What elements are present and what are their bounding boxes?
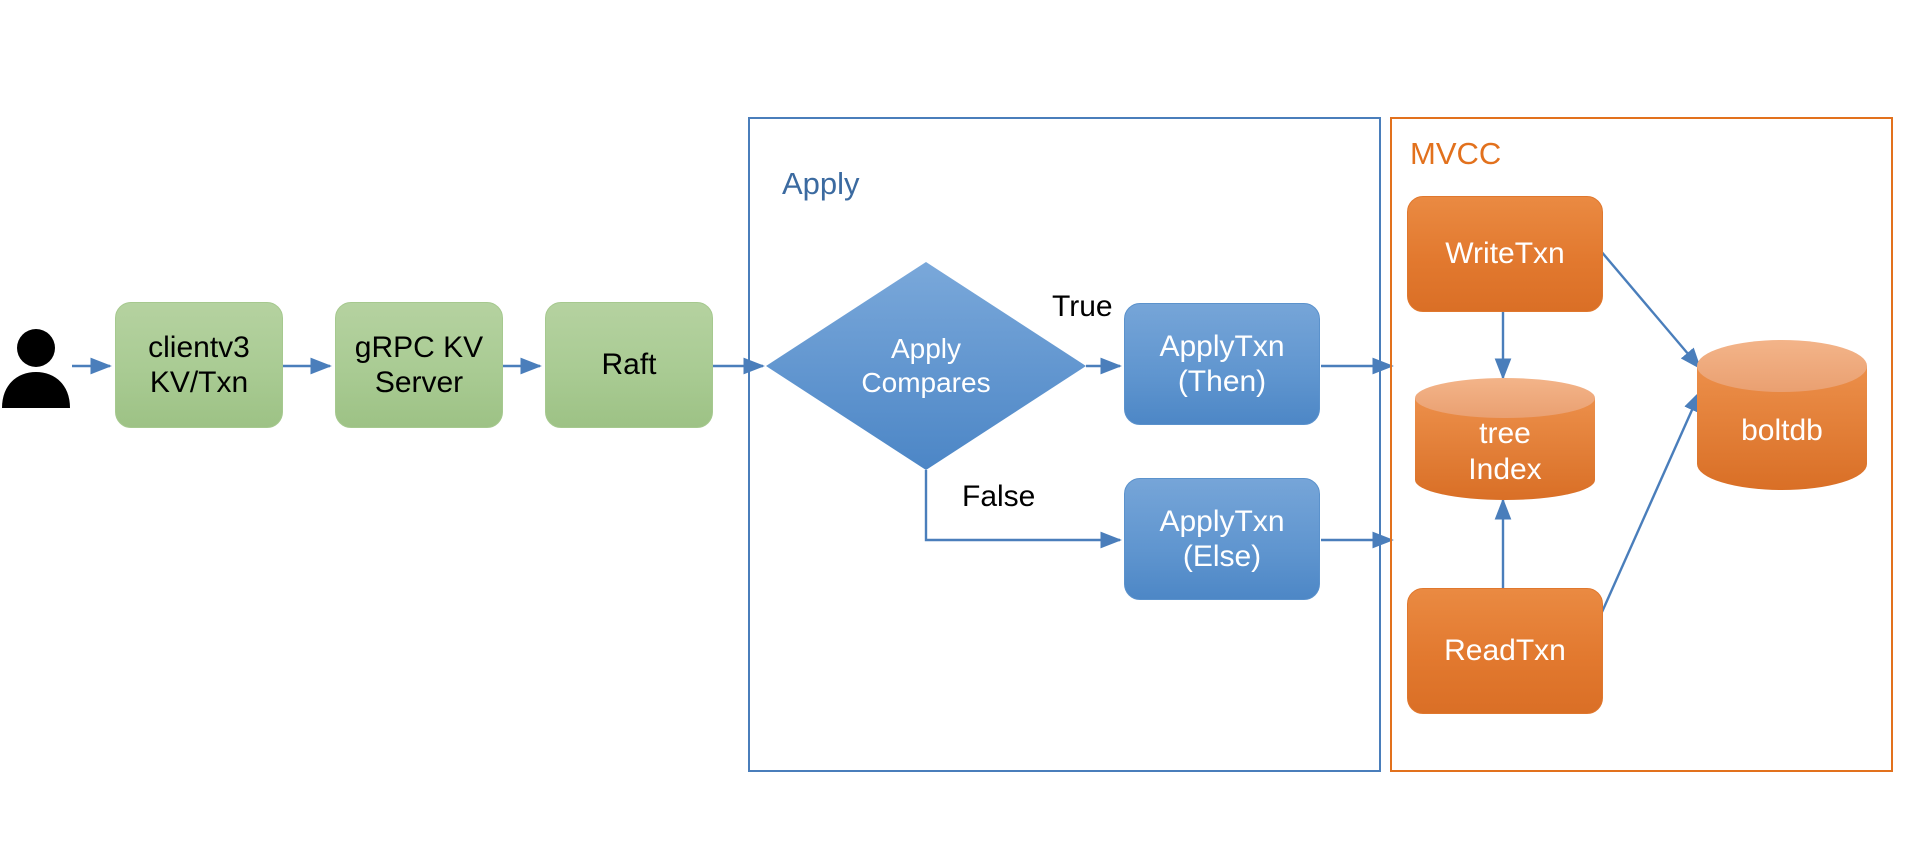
node-apply-txn-then[interactable]: ApplyTxn (Then) — [1124, 303, 1320, 425]
cylinder-shape-tree-index — [1415, 378, 1595, 500]
diamond-shape — [766, 262, 1086, 470]
group-frame-apply — [748, 117, 1381, 772]
cylinder-shape-boltdb — [1697, 340, 1867, 490]
node-boltdb[interactable]: boltdb — [1697, 340, 1867, 490]
node-clientv3[interactable]: clientv3 KV/Txn — [115, 302, 283, 428]
node-tree-index[interactable]: tree Index — [1415, 378, 1595, 500]
node-apply-compares[interactable]: Apply Compares — [766, 262, 1086, 470]
node-read-txn[interactable]: ReadTxn — [1407, 588, 1603, 714]
user-actor-icon — [2, 329, 70, 408]
node-grpc-kv-server[interactable]: gRPC KV Server — [335, 302, 503, 428]
node-write-txn[interactable]: WriteTxn — [1407, 196, 1603, 312]
edge-label-true: True — [1052, 290, 1113, 323]
group-frame-mvcc — [1390, 117, 1893, 772]
edge-label-false: False — [962, 480, 1036, 513]
node-apply-txn-else[interactable]: ApplyTxn (Else) — [1124, 478, 1320, 600]
group-label-apply: Apply — [782, 166, 860, 201]
group-label-mvcc: MVCC — [1410, 136, 1502, 171]
node-raft[interactable]: Raft — [545, 302, 713, 428]
